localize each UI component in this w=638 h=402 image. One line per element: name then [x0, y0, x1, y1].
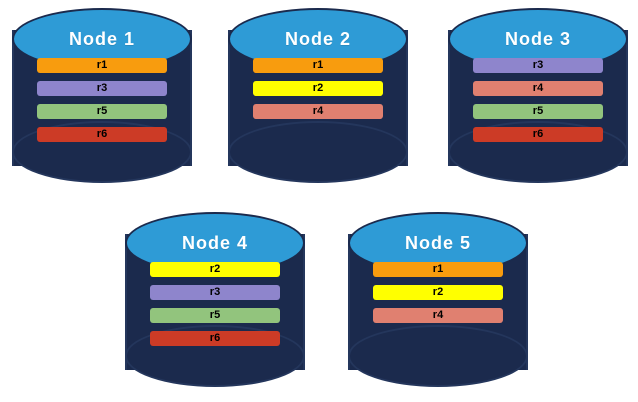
record-bar-r3[interactable]: r3	[37, 81, 167, 96]
record-bar-r2[interactable]: r2	[373, 285, 503, 300]
record-bar-r5[interactable]: r5	[473, 104, 603, 119]
node-title: Node 4	[181, 232, 248, 253]
node-title: Node 1	[68, 28, 135, 49]
node-title: Node 5	[404, 232, 471, 253]
record-bar-r5[interactable]: r5	[37, 104, 167, 119]
record-bar-r3[interactable]: r3	[473, 58, 603, 73]
record-bar-r6[interactable]: r6	[37, 127, 167, 142]
database-cylinder-1[interactable]: Node 1 r1 r3 r5 r6	[12, 8, 192, 188]
record-bar-r1[interactable]: r1	[253, 58, 383, 73]
record-bar-r5[interactable]: r5	[150, 308, 280, 323]
record-bar-r4[interactable]: r4	[253, 104, 383, 119]
database-cylinder-5[interactable]: Node 5 r1 r2 r4	[348, 212, 528, 392]
record-list: r3 r4 r5 r6	[473, 58, 603, 142]
record-bar-r4[interactable]: r4	[373, 308, 503, 323]
record-bar-r3[interactable]: r3	[150, 285, 280, 300]
record-bar-r2[interactable]: r2	[150, 262, 280, 277]
record-bar-r2[interactable]: r2	[253, 81, 383, 96]
record-list: r1 r2 r4	[373, 262, 503, 323]
record-bar-r6[interactable]: r6	[150, 331, 280, 346]
node-title: Node 3	[504, 28, 571, 49]
record-bar-r1[interactable]: r1	[37, 58, 167, 73]
record-list: r1 r2 r4	[253, 58, 383, 119]
record-bar-r1[interactable]: r1	[373, 262, 503, 277]
record-list: r2 r3 r5 r6	[150, 262, 280, 346]
database-cylinder-2[interactable]: Node 2 r1 r2 r4	[228, 8, 408, 188]
record-bar-r4[interactable]: r4	[473, 81, 603, 96]
database-cylinder-4[interactable]: Node 4 r2 r3 r5 r6	[125, 212, 305, 392]
record-list: r1 r3 r5 r6	[37, 58, 167, 142]
cylinder-bottom-ellipse	[228, 121, 408, 183]
node-title: Node 2	[284, 28, 351, 49]
database-cylinder-3[interactable]: Node 3 r3 r4 r5 r6	[448, 8, 628, 188]
cylinder-bottom-ellipse	[348, 325, 528, 387]
record-bar-r6[interactable]: r6	[473, 127, 603, 142]
